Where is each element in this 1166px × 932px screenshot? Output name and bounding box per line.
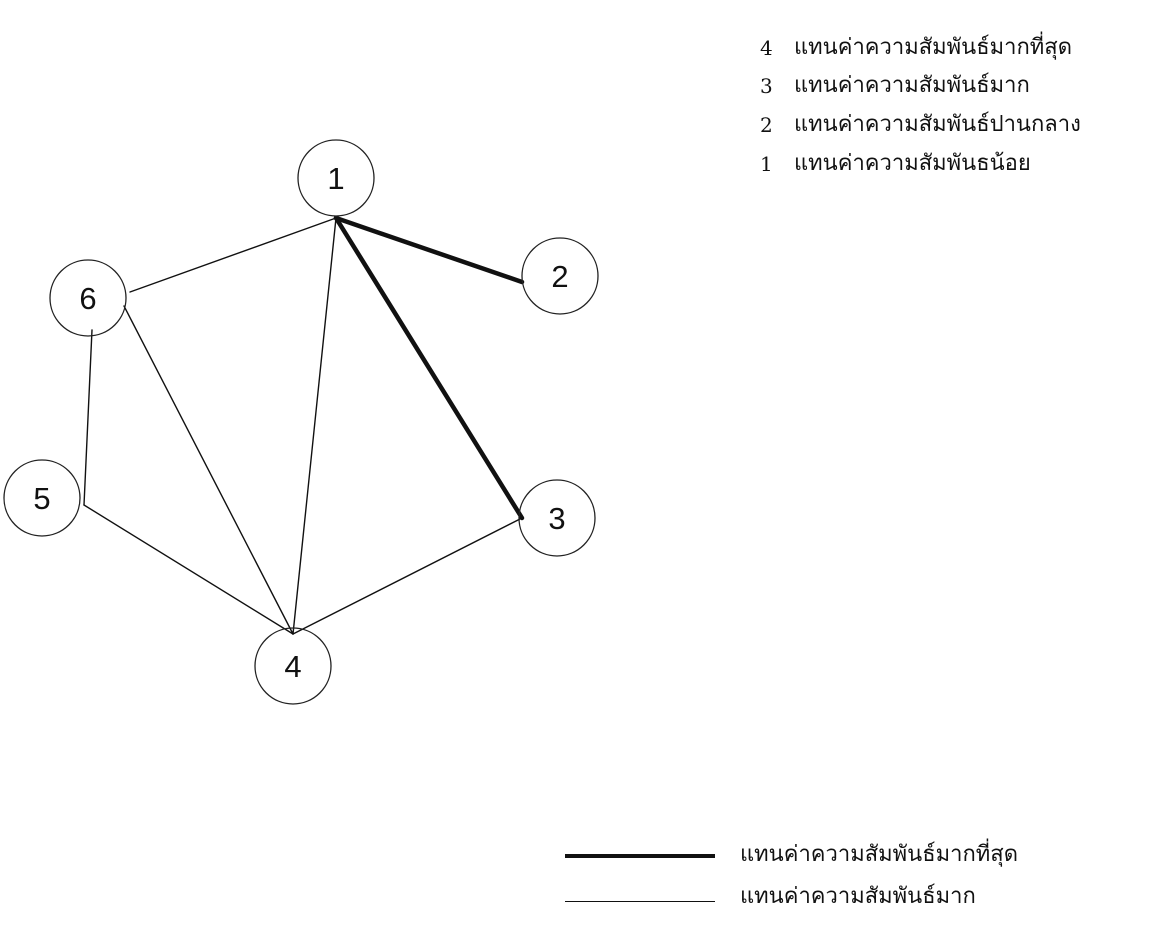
node-label: 6	[79, 281, 96, 316]
legend-label: แทนค่าความสัมพันธน้อย	[794, 151, 1031, 176]
node-label: 1	[327, 161, 344, 196]
edge-1-4	[292, 217, 337, 635]
line-legend-label: แทนค่าความสัมพันธ์มาก	[740, 884, 976, 909]
node-label: 4	[284, 649, 301, 684]
legend-label: แทนค่าความสัมพันธ์ปานกลาง	[794, 112, 1081, 137]
node-circle	[3, 459, 81, 537]
edge-1-3	[333, 215, 525, 521]
line-legend-thick: แทนค่าความสัมพันธ์มากที่สุด	[560, 835, 1160, 875]
line-legend: แทนค่าความสัมพันธ์มากที่สุด แทนค่าความสั…	[560, 835, 1160, 925]
edges-layer	[83, 215, 525, 635]
node-circle	[521, 237, 599, 315]
node-label: 3	[548, 501, 565, 536]
edge-5-4	[83, 504, 294, 635]
legend-number: 2	[760, 113, 773, 137]
node-6: 6	[49, 259, 127, 337]
node-circle	[49, 259, 127, 337]
node-2: 2	[521, 237, 599, 315]
node-circle	[254, 627, 332, 705]
node-circle	[518, 479, 596, 557]
line-legend-thin: แทนค่าความสัมพันธ์มาก	[560, 877, 1160, 917]
legend-label: แทนค่าความสัมพันธ์มาก	[794, 73, 1030, 98]
node-5: 5	[3, 459, 81, 537]
node-3: 3	[518, 479, 596, 557]
node-1: 1	[297, 139, 375, 217]
edge-6-4	[123, 305, 294, 635]
legend-label: แทนค่าความสัมพันธ์มากที่สุด	[794, 35, 1073, 60]
edge-1-6	[129, 217, 337, 293]
node-circle	[297, 139, 375, 217]
legend-number: 4	[760, 36, 773, 60]
thin-line-sample	[565, 901, 715, 902]
node-4: 4	[254, 627, 332, 705]
line-legend-label: แทนค่าความสัมพันธ์มากที่สุด	[740, 842, 1019, 867]
nodes-layer: 1 2 3 4 5 6	[3, 139, 599, 705]
edge-1-2	[333, 215, 525, 285]
node-label: 2	[551, 259, 568, 294]
node-label: 5	[33, 481, 50, 516]
legend-number: 1	[760, 152, 773, 176]
legend-number: 3	[760, 74, 773, 98]
edge-3-4	[292, 517, 523, 635]
thick-line-sample	[565, 854, 715, 858]
edge-6-5	[83, 329, 93, 506]
